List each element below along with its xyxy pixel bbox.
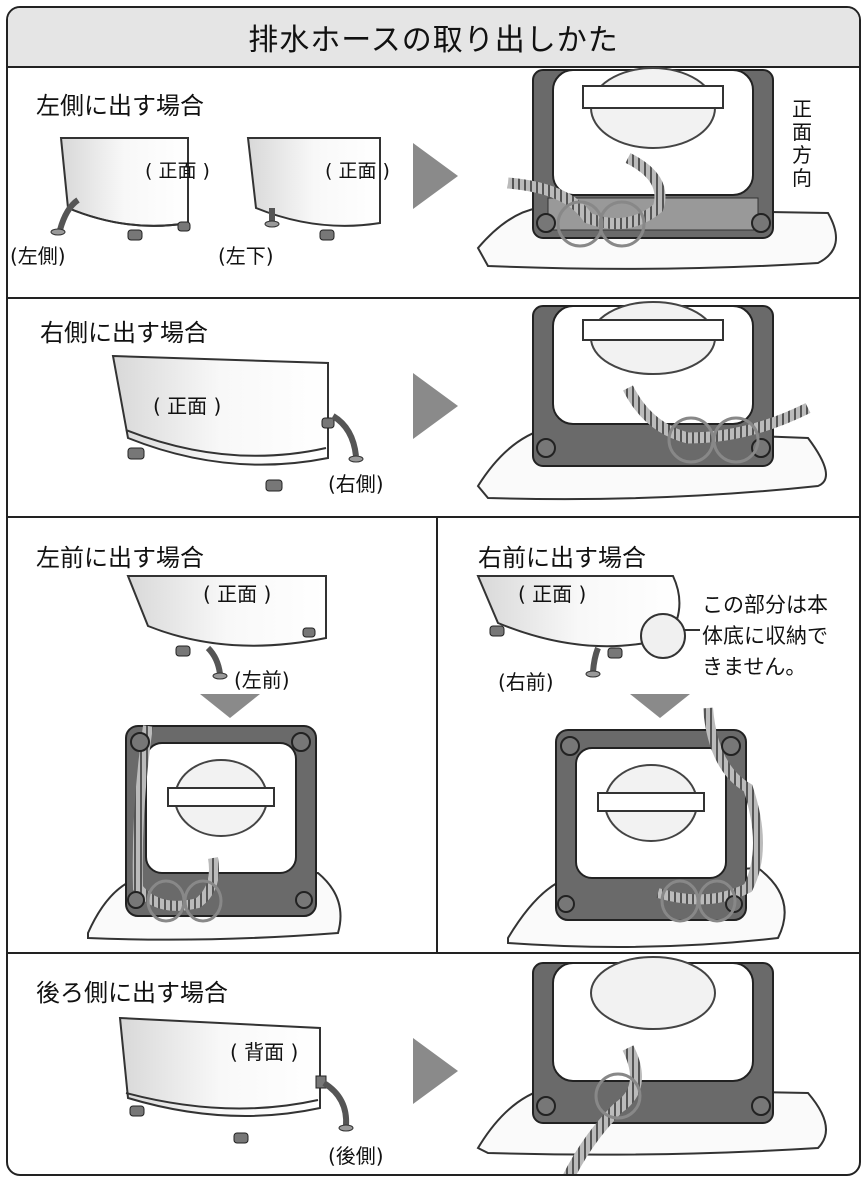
front-label: ( 正面 ) [145,160,210,182]
side-label: (後側) [328,1144,384,1168]
machine-front-view-left [476,67,837,270]
divider [8,297,859,299]
machine-bottom-back-view [118,1016,354,1144]
instruction-frame: 排水ホースの取り出しかた 左側に出す場合 [6,6,861,1176]
front-label: ( 正面 ) [518,582,587,606]
section-illustrations [50,67,837,1174]
front-label: ( 正面 ) [203,582,272,606]
side-label: (左前) [234,668,290,692]
divider [8,516,859,518]
down-arrow-icon [630,694,690,718]
side-label: (左下) [218,244,274,268]
front-label: ( 正面 ) [325,160,390,182]
machine-front-view-right [476,301,827,501]
front-direction-label: 正 面 方 向 [792,97,812,190]
down-arrow-icon [200,694,260,718]
side-label: (右側) [328,472,384,496]
machine-bottom-right-front-view [476,575,700,678]
back-label: ( 背面 ) [230,1040,299,1064]
machine-back-view [476,956,827,1174]
machine-bottom-right-view [111,354,364,492]
side-label: (右前) [498,670,554,694]
machine-top-view-left-front [87,725,342,941]
section-heading-left: 左側に出す場合 [36,92,204,120]
title-bar: 排水ホースの取り出しかた [8,8,859,68]
section-heading-left-front: 左前に出す場合 [36,544,204,572]
side-label: (左側) [10,244,66,268]
right-arrow-icon [413,1038,458,1104]
storage-note: この部分は本 体底に収納で きません。 [702,593,828,679]
divider [8,952,859,954]
right-arrow-icon [413,143,458,209]
front-label: ( 正面 ) [153,394,222,418]
section-heading-right: 右側に出す場合 [40,319,208,347]
machine-bottom-left-view [50,137,191,241]
section-heading-back: 後ろ側に出す場合 [36,979,228,1007]
divider [436,516,438,952]
right-arrow-icon [413,373,458,439]
machine-bottom-left-lower-view [246,137,381,241]
machine-bottom-left-front-view [126,575,327,680]
page-title: 排水ホースの取り出しかた [248,23,619,58]
machine-top-view-right-front [507,707,786,948]
section-heading-right-front: 右前に出す場合 [478,544,646,572]
